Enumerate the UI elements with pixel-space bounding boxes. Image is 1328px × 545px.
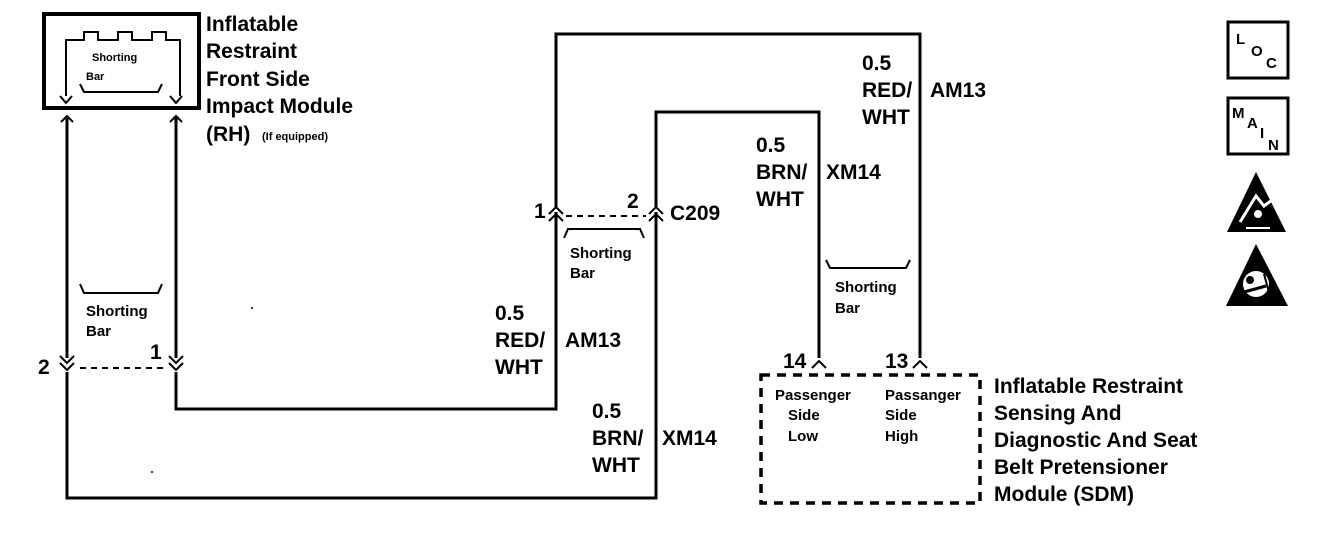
module-shorting-bar: [79, 83, 163, 93]
sdm-shorting-bar-group: Shorting Bar: [825, 259, 911, 317]
label-red-wht-am13-upper: 0.5 RED/ WHT AM13: [862, 52, 986, 129]
left-terminal-pin2: [59, 355, 75, 372]
module-title-line2: Restraint: [206, 40, 297, 63]
sdm-low-line1: Passenger: [775, 387, 851, 404]
red-lower-color1: RED/: [495, 329, 545, 352]
red-upper-color2: WHT: [862, 106, 910, 129]
module-harness-terminal-left: [60, 114, 74, 123]
brn-lower-color1: BRN/: [592, 427, 643, 450]
left-shorting-bar: [79, 283, 163, 294]
brn-lower-circuit: XM14: [662, 427, 717, 450]
sdm-title-line3: Diagnostic And Seat: [994, 429, 1197, 452]
label-brn-wht-xm14-upper: 0.5 BRN/ WHT XM14: [756, 134, 881, 211]
label-brn-wht-xm14-lower: 0.5 BRN/ WHT XM14: [592, 400, 717, 477]
main-letter-m: M: [1232, 105, 1245, 122]
red-upper-gauge: 0.5: [862, 52, 892, 75]
sdm-shorting-bar-line2: Bar: [835, 300, 860, 317]
sdm-high-line1: Passanger: [885, 387, 961, 404]
c209-pin2-number: 2: [627, 190, 639, 213]
sdm-high-line3: High: [885, 428, 918, 445]
wire-red-wht-am13-upper: [554, 32, 922, 358]
esd-warning-icon: [1227, 172, 1286, 232]
module-title-rh: (RH): [206, 123, 250, 146]
main-letter-i: I: [1260, 125, 1264, 142]
sdm-dashed-box: [759, 373, 982, 505]
module-shorting-bar-line1: Shorting: [92, 52, 137, 64]
red-lower-color2: WHT: [495, 356, 543, 379]
brn-upper-color1: BRN/: [756, 161, 807, 184]
left-pin1-number: 1: [150, 341, 162, 364]
main-icon[interactable]: M A I N: [1226, 96, 1290, 156]
module-shorting-bar-line2: Bar: [86, 71, 105, 83]
left-terminal-pin1: [168, 355, 184, 372]
module-title-note: (If equipped): [262, 131, 328, 143]
module-harness-terminal-right: [169, 114, 183, 123]
left-shorting-bar-line2: Bar: [86, 323, 111, 340]
sdm-pin13-number: 13: [885, 350, 908, 373]
c209-shorting-bar: [563, 228, 645, 239]
red-upper-circuit: AM13: [930, 79, 986, 102]
left-shorting-bar-line1: Shorting: [86, 303, 148, 320]
scan-speck: [151, 471, 153, 473]
sdm-title-line5: Module (SDM): [994, 483, 1134, 506]
sdm-title: Inflatable Restraint Sensing And Diagnos…: [994, 375, 1197, 506]
brn-upper-gauge: 0.5: [756, 134, 786, 157]
sdm-title-line4: Belt Pretensioner: [994, 456, 1168, 479]
red-lower-gauge: 0.5: [495, 302, 525, 325]
module-terminal-left: [59, 95, 73, 105]
sdm-terminal-14: [811, 359, 827, 369]
module-title-line3: Front Side: [206, 68, 310, 91]
left-connector: Shorting Bar 2 1: [38, 283, 184, 379]
red-upper-color1: RED/: [862, 79, 912, 102]
wire-brn-wht-xm14-upper: [654, 110, 821, 358]
sdm-low-line3: Low: [788, 428, 818, 445]
wire-brn-wht-xm14-lower: [65, 212, 658, 500]
sdm-title-line2: Sensing And: [994, 402, 1122, 425]
airbag-warning-icon: [1226, 244, 1288, 306]
module-title-line1: Inflatable: [206, 13, 298, 36]
loc-letter-c: C: [1266, 55, 1277, 72]
c209-shorting-bar-line1: Shorting: [570, 245, 632, 262]
loc-letter-l: L: [1236, 31, 1245, 48]
sdm-module: 14 13 Passenger Side Low Passanger Side …: [759, 350, 982, 505]
loc-icon[interactable]: L O C: [1226, 20, 1290, 80]
brn-upper-color2: WHT: [756, 188, 804, 211]
wire-red-wht-am13-lower: [174, 212, 558, 411]
module-connector-housing: [65, 31, 181, 96]
brn-upper-circuit: XM14: [826, 161, 881, 184]
sdm-low-line2: Side: [788, 407, 820, 424]
sdm-shorting-bar: [825, 259, 911, 269]
c209-connector: 1 2 C209 Shorting Bar: [534, 190, 720, 282]
sdm-terminal-13: [912, 359, 928, 369]
sdm-high-line2: Side: [885, 407, 917, 424]
sdm-title-line1: Inflatable Restraint: [994, 375, 1183, 398]
red-lower-circuit: AM13: [565, 329, 621, 352]
c209-shorting-bar-line2: Bar: [570, 265, 595, 282]
c209-pin1-number: 1: [534, 200, 546, 223]
front-side-impact-module: Shorting Bar: [42, 12, 201, 110]
main-letter-a: A: [1247, 115, 1258, 132]
c209-name: C209: [670, 202, 720, 225]
loc-letter-o: O: [1251, 43, 1263, 60]
sdm-pin14-number: 14: [783, 350, 807, 373]
module-title: Inflatable Restraint Front Side Impact M…: [206, 13, 353, 146]
label-red-wht-am13-lower: 0.5 RED/ WHT AM13: [495, 302, 621, 379]
scan-speck: [251, 307, 253, 309]
main-letter-n: N: [1268, 137, 1279, 154]
left-pin2-number: 2: [38, 356, 50, 379]
module-title-line4: Impact Module: [206, 95, 353, 118]
module-terminal-right: [169, 95, 183, 105]
sdm-shorting-bar-line1: Shorting: [835, 279, 897, 296]
brn-lower-color2: WHT: [592, 454, 640, 477]
brn-lower-gauge: 0.5: [592, 400, 622, 423]
